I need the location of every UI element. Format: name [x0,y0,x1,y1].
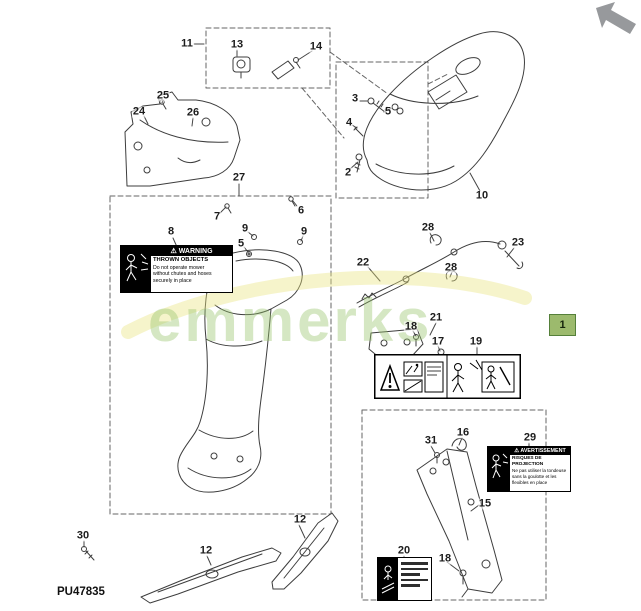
callout-15[interactable]: 15 [477,497,493,510]
label-text-lines [398,558,431,600]
callout-28-b[interactable]: 28 [443,261,459,274]
part-12-blade-right [271,512,339,590]
part-18-bolt-mid [413,334,419,347]
warning-triangle-icon [379,363,401,391]
callout-26[interactable]: 26 [185,106,201,119]
part-13-clamp [232,56,251,79]
callout-21[interactable]: 21 [428,311,444,324]
callout-30[interactable]: 30 [75,529,91,542]
part-24-mounting-bracket [124,91,241,187]
callout-19[interactable]: 19 [468,335,484,348]
part-18-bolt-bottom [459,569,467,585]
part-28-clip-upper [429,234,442,246]
leader-lines [83,43,530,572]
callout-7[interactable]: 7 [212,210,222,223]
avertissement-line: sans la goulotte et les [512,474,557,480]
callout-31[interactable]: 31 [423,434,439,447]
thrown-objects-pictogram-icon [121,246,151,292]
part-14-clip [271,57,301,80]
avertissement-header: ⚠ AVERTISSEMENT [510,447,570,455]
callout-18-b[interactable]: 18 [437,552,453,565]
callout-28-a[interactable]: 28 [420,221,436,234]
warning-label-line: without chutes and hoses [153,271,212,278]
avertissement-label: ⚠ AVERTISSEMENT RISQUES DE PROJECTION Ne… [487,446,571,492]
callout-11[interactable]: 11 [180,37,194,50]
callout-5-b[interactable]: 5 [236,237,246,250]
part-5-washers [391,103,404,115]
blade-hazard-pictogram-icon [378,558,398,600]
callout-18-a[interactable]: 18 [403,320,419,333]
callout-12-b[interactable]: 12 [198,544,214,557]
callout-9-a[interactable]: 9 [240,222,250,235]
callout-22[interactable]: 22 [355,256,371,269]
part-9-washer-right [297,239,303,245]
callout-3[interactable]: 3 [350,92,360,105]
part-3-bolt [367,97,388,113]
avertissement-line: flexibles en place [512,480,548,486]
part-30-screw [81,546,95,561]
blade-hazard-label [377,557,432,601]
watermark-swoosh [121,270,532,339]
thrown-objects-icon [403,361,423,377]
warning-label-header: ⚠ WARNING [151,246,232,256]
part-9-washer-left [251,234,257,240]
part-31-bolt [434,452,440,464]
part-22-cable [356,240,507,308]
part-2-screw [354,153,363,173]
assembly-group-boxes [109,27,547,601]
part-deflector-chute [177,249,303,493]
part-15-bracket [416,448,503,598]
projection-pictogram-icon [488,447,510,491]
diagram-code: PU47835 [57,586,105,598]
avertissement-title: RISQUES DE PROJECTION [512,456,544,468]
callout-29[interactable]: 29 [522,431,538,444]
selected-callout-1[interactable]: 1 [549,314,576,336]
blade-contact-icon [403,379,423,393]
callout-6[interactable]: 6 [296,204,306,217]
read-manual-icon [424,361,444,393]
callout-20[interactable]: 20 [396,544,412,557]
part-16-hook [451,438,467,451]
callout-10[interactable]: 10 [474,189,490,202]
avertissement-line: Ne pas utiliser la tondeuse [512,468,567,474]
callout-23[interactable]: 23 [510,236,526,249]
keep-bystanders-away-icon [481,361,515,393]
callout-27[interactable]: 27 [231,171,247,184]
part-12-blade-left [140,547,282,604]
callout-5-a[interactable]: 5 [383,105,393,118]
callout-9-b[interactable]: 9 [299,225,309,238]
safety-pictogram-strip [374,354,521,399]
warning-label-title: THROWN OBJECTS [153,257,209,263]
person-icon [451,359,483,393]
part-4-pin [353,126,364,137]
callout-17[interactable]: 17 [430,335,446,348]
warning-label-thrown-objects: ⚠ WARNING THROWN OBJECTS Do not operate … [120,245,233,293]
callout-12-a[interactable]: 12 [292,513,308,526]
part-6-screw [288,196,296,207]
callout-25[interactable]: 25 [155,89,171,102]
part-7-screw [224,203,232,214]
callout-4[interactable]: 4 [344,116,354,129]
callout-2[interactable]: 2 [343,166,353,179]
arrow-up-left-icon[interactable] [592,0,640,41]
warning-label-line: Do not operate mower [153,264,205,271]
callout-8[interactable]: 8 [166,225,176,238]
part-10-discharge-chute [362,31,525,191]
callout-24[interactable]: 24 [131,105,147,118]
callout-14[interactable]: 14 [308,40,324,53]
warning-label-line: securely in place [153,278,192,285]
callout-16[interactable]: 16 [455,426,471,439]
part-5-nut [246,251,252,257]
part-23-rod [504,250,524,269]
callout-13[interactable]: 13 [229,38,245,51]
